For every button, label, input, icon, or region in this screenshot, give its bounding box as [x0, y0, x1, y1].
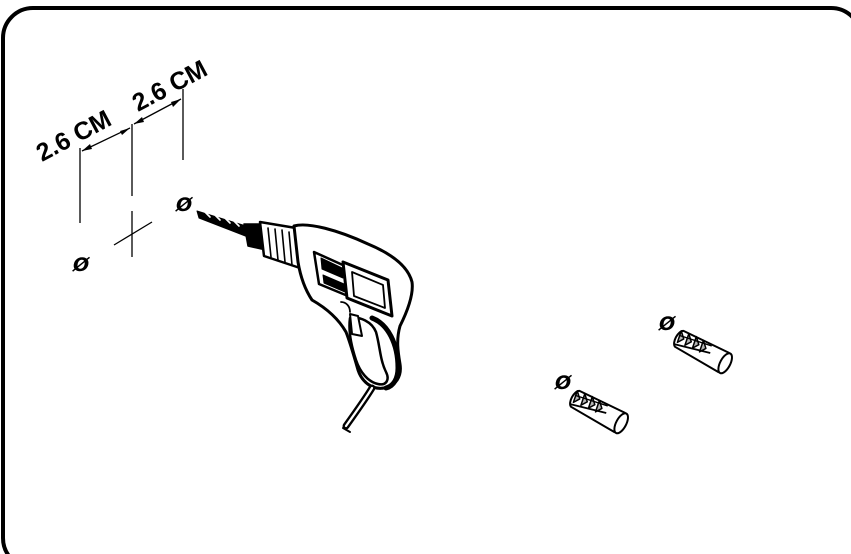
wall-anchor-lower [569, 389, 629, 435]
arrowhead-left-end [120, 128, 130, 135]
wall-anchor-upper [673, 329, 733, 375]
diameter-symbol-top: Ø [175, 194, 194, 216]
dimension-lines [79, 89, 184, 223]
drill-illustration [196, 210, 414, 433]
arrowhead-right-end [171, 99, 181, 107]
anchor-end-cap [613, 412, 629, 435]
drill-power-cord [342, 384, 376, 433]
anchor-ribs [572, 390, 603, 413]
diameter-symbol-left: Ø [72, 254, 91, 276]
diameter-symbol-anchor-upper: Ø [658, 313, 677, 335]
dimension-label-left: 2.6 CM [32, 105, 116, 168]
drill-trigger [349, 313, 363, 337]
drill-chuck [243, 220, 302, 270]
dimension-label-right: 2.6 CM [128, 55, 212, 118]
anchor-ribs [676, 330, 707, 353]
anchor-end-cap [717, 352, 733, 375]
crosshair-mark [113, 211, 153, 257]
drill-body [292, 223, 414, 390]
arrowhead-right-start [134, 117, 144, 124]
diameter-symbol-anchor-lower: Ø [554, 372, 573, 394]
drill-bit [196, 210, 249, 238]
arrowhead-left-start [82, 144, 92, 151]
frame-border [1, 6, 851, 554]
